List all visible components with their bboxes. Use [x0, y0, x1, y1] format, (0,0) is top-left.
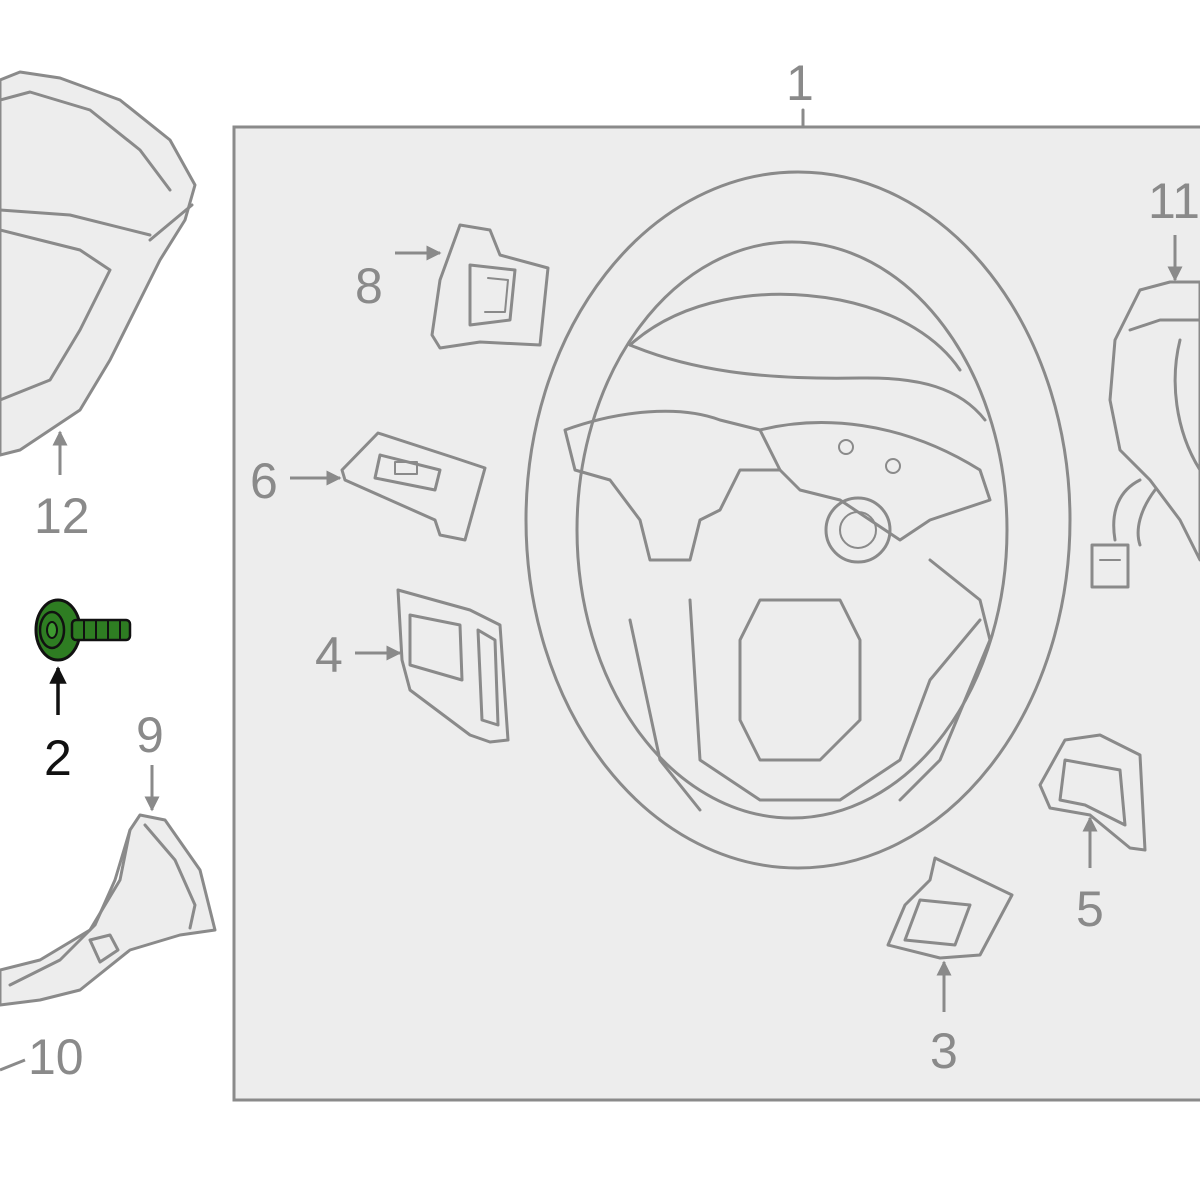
part-3-switch	[886, 856, 1014, 960]
steering-wheel	[524, 170, 1072, 870]
part-5-switch	[1038, 733, 1147, 852]
callout-8: 8	[355, 258, 383, 314]
part-11-clockspring	[1090, 280, 1200, 589]
callout-12: 12	[34, 488, 90, 544]
callout-10: 10	[28, 1029, 84, 1085]
part-6-switch	[340, 431, 487, 542]
callout-9: 9	[136, 707, 164, 763]
callout-6: 6	[250, 453, 278, 509]
callout-arrows	[0, 235, 1183, 1072]
part-12-airbag	[0, 70, 197, 457]
callout-4: 4	[315, 627, 343, 683]
part-9-10-lower-bezel	[0, 813, 217, 1007]
callout-2: 2	[44, 730, 72, 786]
part-2-bolt	[34, 598, 132, 662]
callout-1: 1	[786, 55, 814, 111]
part-4-switch	[396, 588, 510, 744]
callout-5: 5	[1076, 881, 1104, 937]
part-8-switch	[430, 223, 550, 350]
callout-3: 3	[930, 1023, 958, 1079]
callout-11: 11	[1148, 173, 1200, 229]
